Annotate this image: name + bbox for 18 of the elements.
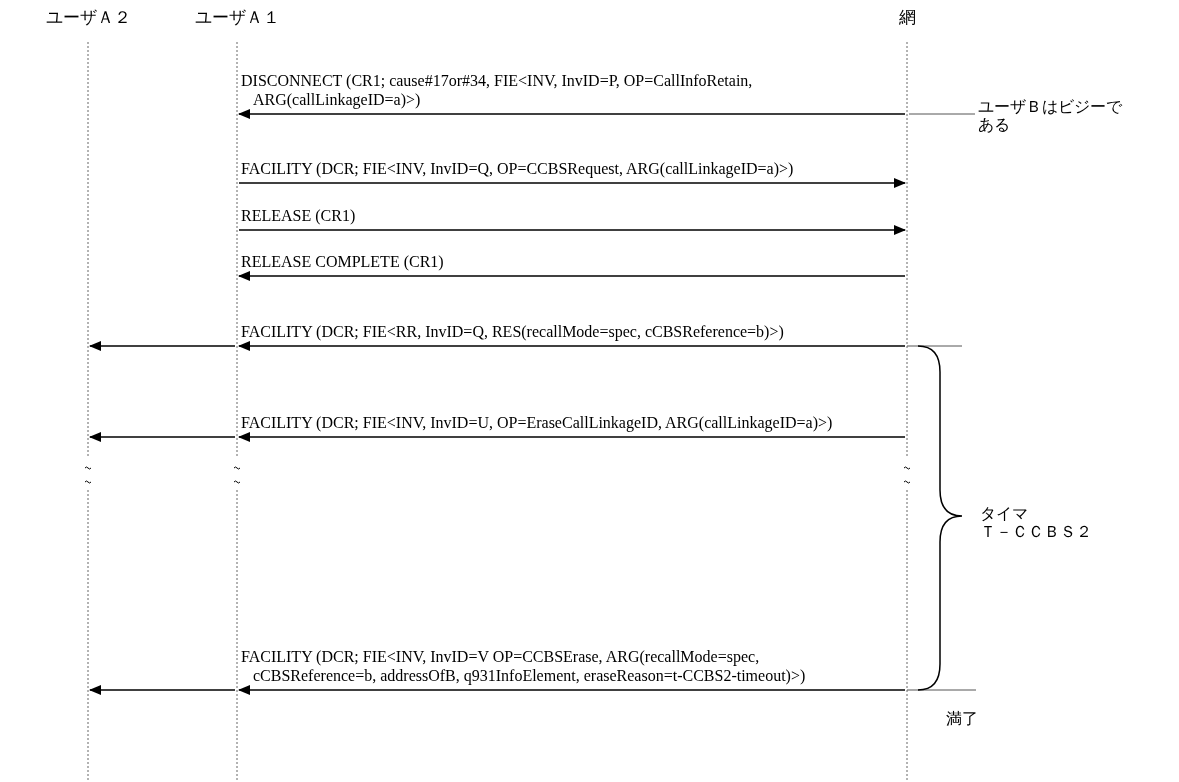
lifeline-header: 網 — [898, 6, 916, 29]
lifeline-header: ユーザＡ１ — [194, 6, 280, 29]
message-arrow — [238, 271, 906, 281]
message-arrow — [238, 178, 906, 188]
expiry-label: 満了 — [946, 710, 979, 728]
message-arrow — [89, 432, 236, 442]
message-arrow — [238, 341, 906, 351]
leader-line — [908, 113, 976, 115]
lifeline-header: ユーザＡ２ — [45, 6, 131, 29]
message-arrow — [238, 225, 906, 235]
message-arrow — [238, 109, 906, 119]
message-arrow — [89, 341, 236, 351]
timer-name: Ｔ－ＣＣＢＳ２ — [980, 523, 1093, 541]
timer-label: タイマ — [980, 505, 1029, 523]
message-arrow — [238, 685, 906, 695]
message-arrow — [89, 685, 236, 695]
note-text: ユーザＢはビジーである — [978, 98, 1128, 134]
message-arrow — [238, 432, 906, 442]
